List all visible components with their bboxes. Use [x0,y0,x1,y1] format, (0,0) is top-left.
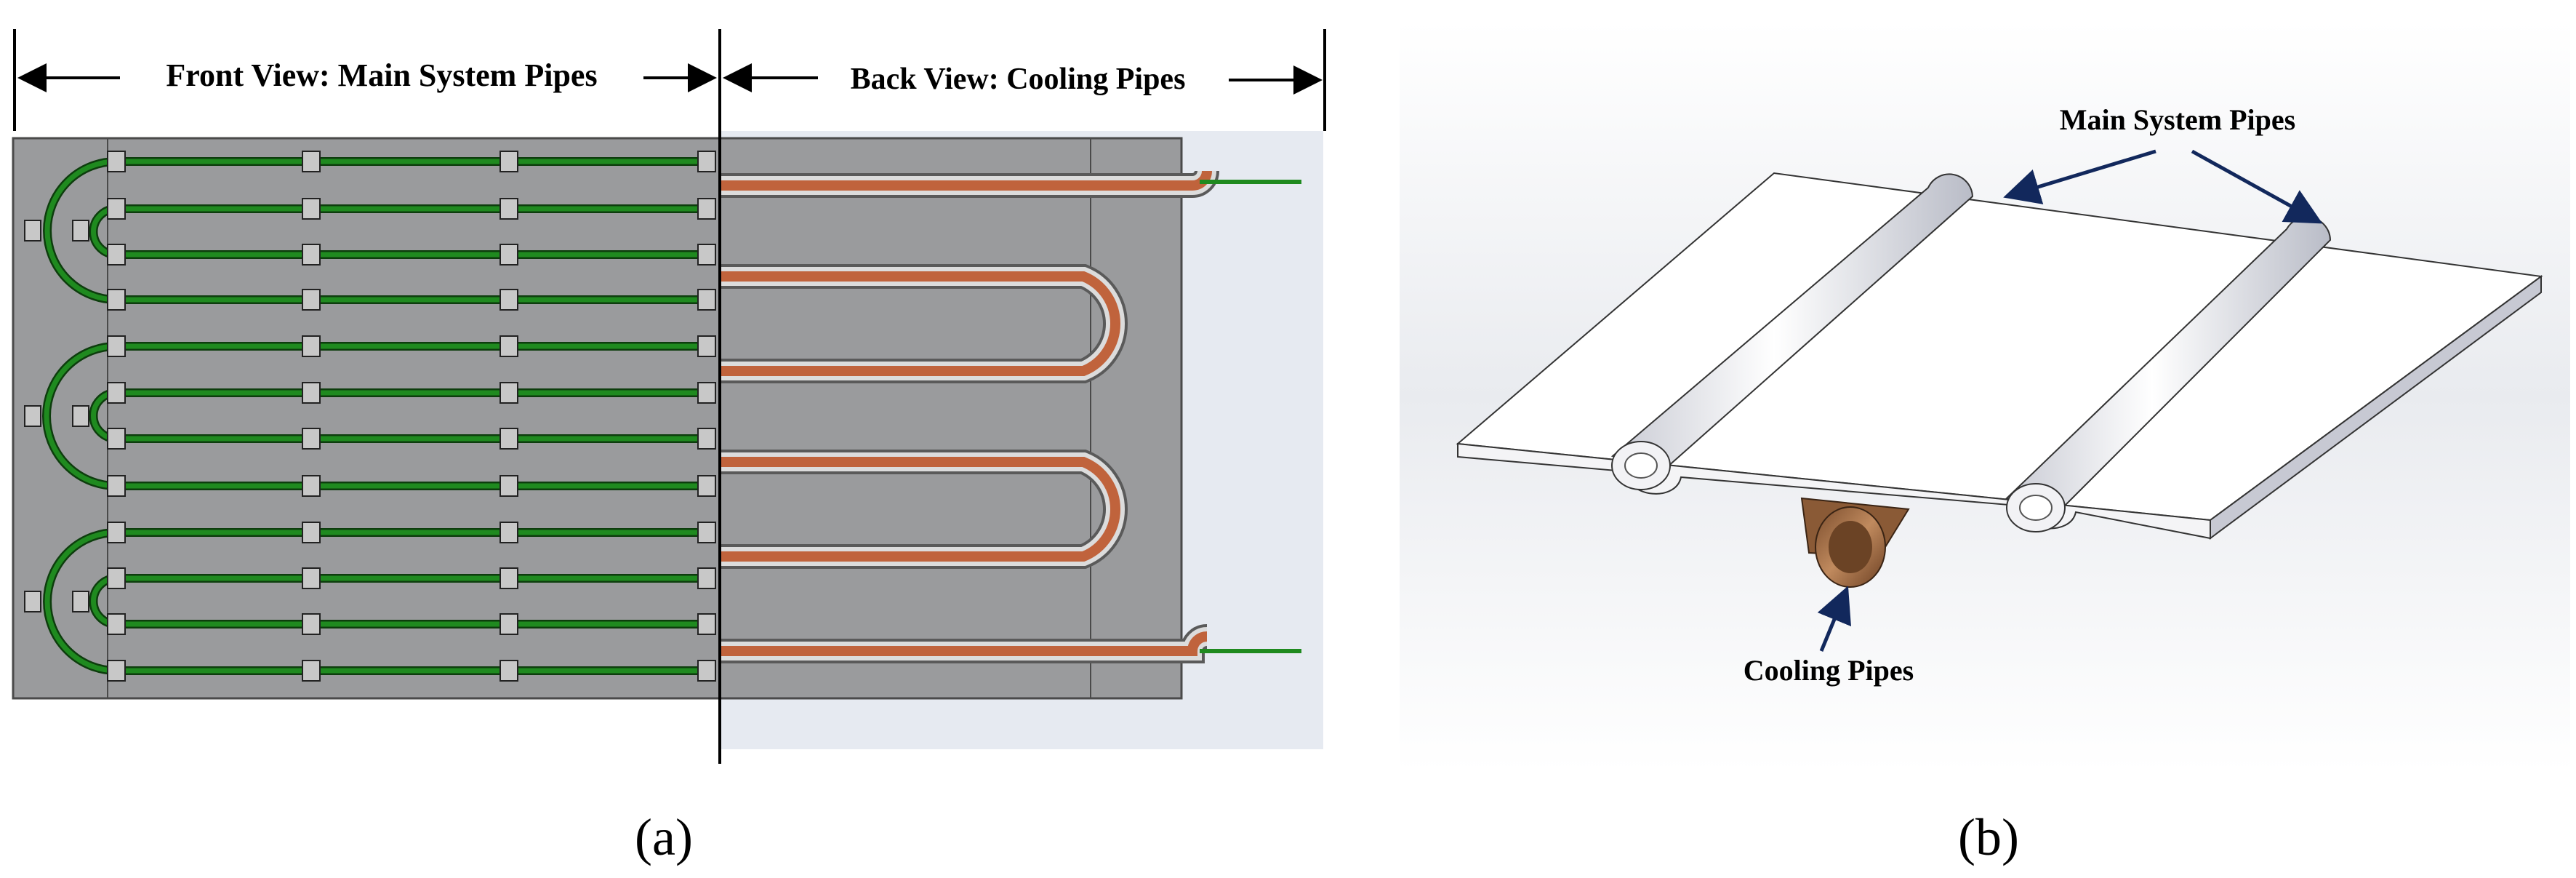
arrow-to-left-main-pipe [2003,149,2156,204]
pipe-clamp [302,244,321,266]
pipe-clamp [107,567,126,589]
cooling-pipes-back [720,169,1301,663]
pipe-clamp [302,613,321,635]
bend-clamp [24,220,41,242]
bend-clamp [24,405,41,427]
pipe-clamp [107,428,126,450]
bend-clamp [72,220,89,242]
back-plate [718,137,1183,700]
main-system-pipes-label: Main System Pipes [2060,103,2295,136]
bend-clamp [72,591,89,612]
pipe-clamp [302,151,321,172]
pipe-clamp [697,660,716,682]
pipe-clamp [697,475,716,497]
front-plate [12,137,721,700]
pipe-clamp [697,151,716,172]
panel-a-diagram: Front View: Main System Pipes Back View:… [12,29,1326,866]
bend-clamp [24,591,41,612]
main-pipe-bend [44,343,117,489]
main-pipe-bend [44,159,117,303]
pipe-clamp [499,151,518,172]
arrow-to-cooling-pipe [1817,586,1851,652]
pipe-clamp [107,522,126,543]
pipe-clamps [24,151,716,682]
main-pipe-inner-bend [91,206,117,258]
pipe-clamp [107,244,126,266]
bend-clamp [72,405,89,427]
pipe-clamp [302,428,321,450]
cooling-pipe-bottom [720,631,1208,656]
main-pipe-left-bore [1624,452,1658,479]
pipe-clamp [107,198,126,220]
pipe-clamp [107,151,126,172]
cooling-pipe-loop-2 [720,457,1121,562]
pipe-clamp [697,613,716,635]
pipe-clamp [107,382,126,404]
pipe-clamp [302,475,321,497]
pipe-clamp [499,335,518,357]
pipe-clamp [107,613,126,635]
cooling-pipe-bore [1829,521,1872,573]
pipe-clamp [499,660,518,682]
panel-b-diagram: Main System Pipes Cooling Pipes (b) [1400,22,2570,866]
pipe-clamp [697,335,716,357]
main-pipe-left [1610,173,1974,469]
pipe-clamp [302,382,321,404]
front-view-label: Front View: Main System Pipes [166,57,597,93]
pipe-clamp [107,289,126,311]
pipe-clamp [499,428,518,450]
pipe-clamp [499,198,518,220]
pipe-clamp [697,244,716,266]
pipe-clamp [697,289,716,311]
pipe-clamp [697,382,716,404]
pipe-clamp [302,335,321,357]
pipe-clamp [499,567,518,589]
pipe-clamp [107,335,126,357]
main-pipe-inner-bend [91,575,117,627]
cooling-pipes-label: Cooling Pipes [1744,654,1914,687]
back-view-label: Back View: Cooling Pipes [851,63,1186,96]
pipe-clamp [499,244,518,266]
pipe-clamp [697,428,716,450]
panel-b-caption: (b) [1958,808,2019,866]
pipe-clamp [697,567,716,589]
arrow-to-right-main-pipe [2191,149,2323,224]
pipe-clamp [302,198,321,220]
pipe-clamp [107,660,126,682]
pipe-clamp [499,522,518,543]
cooling-pipe-loop-1 [720,271,1121,376]
panel-a-caption: (a) [635,808,693,866]
main-pipe-bend [44,530,117,674]
main-pipe-right-bore [2019,495,2053,521]
pipe-clamp [499,613,518,635]
pipe-clamp [697,522,716,543]
pipe-clamp [302,289,321,311]
pipe-clamp [302,522,321,543]
pipe-clamp [697,198,716,220]
main-system-pipes-front [42,157,716,675]
main-pipe-inner-bend [91,390,117,442]
pipe-clamp [107,475,126,497]
pipe-clamp [302,567,321,589]
pipe-clamp [499,382,518,404]
pipe-clamp [499,289,518,311]
pipe-clamp [302,660,321,682]
pipe-clamp [499,475,518,497]
